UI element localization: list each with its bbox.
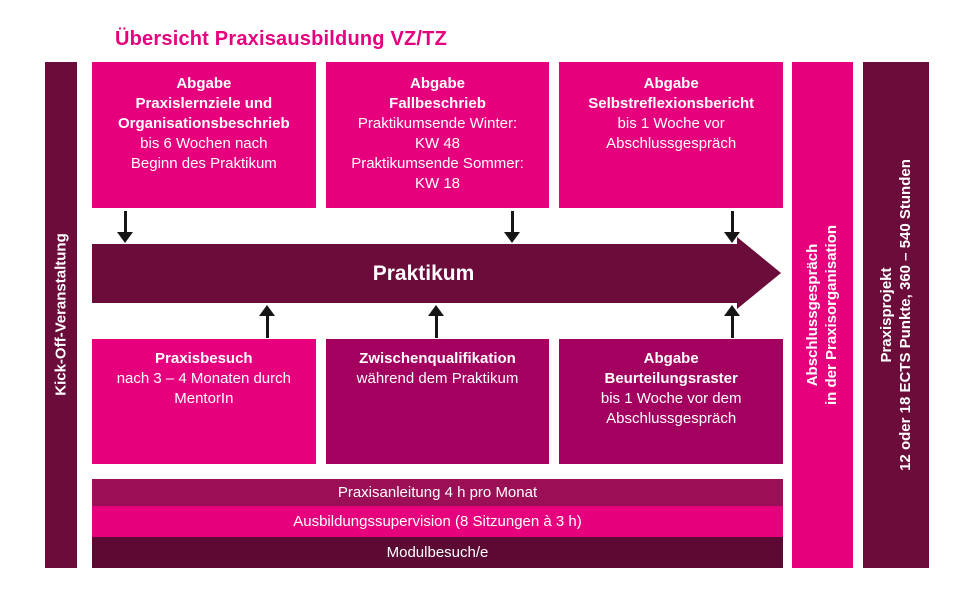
praktikum-banner-label: Praktikum xyxy=(372,261,475,285)
arrow-down-icon xyxy=(504,211,520,243)
bar-praxisanleitung: Praxisanleitung 4 h pro Monat xyxy=(92,479,783,506)
kickoff-bar-label: Kick-Off-Veranstaltung xyxy=(52,233,70,396)
praktikum-banner: Praktikum xyxy=(92,244,737,303)
arrow-up-icon xyxy=(428,305,444,338)
arrow-up-icon xyxy=(724,305,740,338)
arrow-up-icon xyxy=(259,305,275,338)
bar-modulbesuch: Modulbesuch/e xyxy=(92,537,783,568)
bar-ausbildungssupervision: Ausbildungssupervision (8 Sitzungen à 3 … xyxy=(92,506,783,537)
banner-arrowhead-icon xyxy=(737,237,781,309)
arrow-down-icon xyxy=(724,211,740,243)
diagram-title: Übersicht Praxisausbildung VZ/TZ xyxy=(115,28,448,50)
kickoff-bar xyxy=(45,62,77,568)
arrow-down-icon xyxy=(117,211,133,243)
abschlussgespraech-bar xyxy=(792,62,853,568)
praxisprojekt-bar xyxy=(863,62,929,568)
